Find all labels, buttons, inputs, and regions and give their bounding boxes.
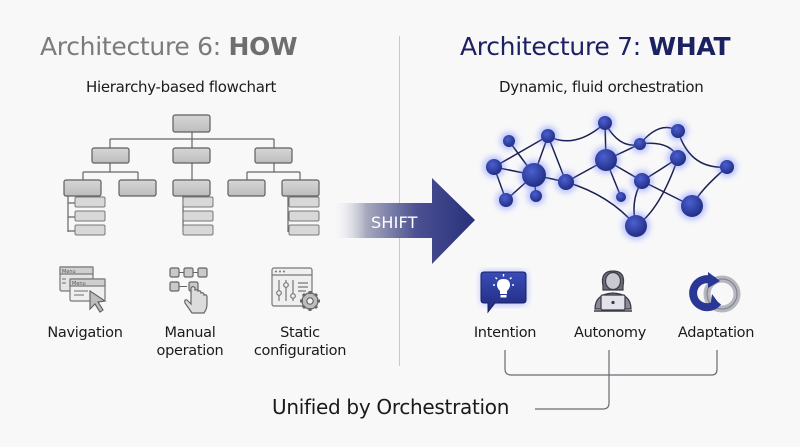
flow-box-l2a <box>172 179 211 197</box>
network-node <box>522 163 546 187</box>
manual-operation-icon <box>169 267 208 314</box>
network-nodes <box>486 116 734 237</box>
network-node <box>541 129 555 143</box>
flowchart-boxes <box>63 114 320 197</box>
network-node <box>634 138 646 150</box>
network-node <box>670 150 686 166</box>
shift-arrow-shape <box>330 178 475 264</box>
network-node <box>720 160 734 174</box>
svg-text:Menu: Menu <box>72 281 86 287</box>
left-title: Architecture 6: HOW <box>40 32 298 61</box>
network-node <box>671 124 685 138</box>
network-node <box>486 159 502 175</box>
network-node <box>681 195 703 217</box>
flow-box-l2 <box>172 147 211 164</box>
network-node <box>634 173 650 189</box>
feature-label-static-configuration: Static configuration <box>253 325 347 359</box>
feature-label-manual-operation: Manual operation <box>156 325 224 359</box>
static-configuration-icon <box>271 267 320 311</box>
flow-box-l1 <box>91 147 130 164</box>
network-node <box>558 174 574 190</box>
network-node <box>616 192 626 202</box>
shift-arrow <box>330 178 475 264</box>
svg-text:Menu: Menu <box>62 269 76 275</box>
network-node <box>530 190 542 202</box>
person-laptop-icon <box>594 270 632 312</box>
flow-box-l3b <box>281 179 320 197</box>
flow-box-root <box>172 114 211 133</box>
menu-navigation-icon: Menu Menu <box>59 266 107 313</box>
flowchart-leaves <box>74 196 320 236</box>
right-title-prefix: Architecture 7: <box>460 32 649 61</box>
shift-label: SHIFT <box>371 213 418 232</box>
left-title-prefix: Architecture 6: <box>40 32 229 61</box>
network-node <box>499 193 513 207</box>
lightbulb-chat-icon <box>480 271 527 314</box>
feature-label-adaptation: Adaptation <box>677 325 755 341</box>
right-title-keyword: WHAT <box>648 32 731 61</box>
right-title: Architecture 7: WHAT <box>460 32 731 61</box>
network-node <box>503 135 515 147</box>
flow-box-l1b <box>118 179 157 197</box>
flow-box-l3a <box>227 179 266 197</box>
flow-box-l1a <box>63 179 102 197</box>
network-node <box>625 215 647 237</box>
feature-label-navigation: Navigation <box>47 325 123 341</box>
feature-label-autonomy: Autonomy <box>573 325 647 341</box>
left-title-keyword: HOW <box>228 32 298 61</box>
left-subtitle: Hierarchy-based flowchart <box>86 78 277 96</box>
right-subtitle: Dynamic, fluid orchestration <box>499 78 704 96</box>
cycle-arrows-icon <box>689 272 741 313</box>
unified-by-orchestration-label: Unified by Orchestration <box>272 395 510 419</box>
network-node <box>598 116 612 130</box>
feature-label-intention: Intention <box>473 325 537 341</box>
center-divider <box>399 36 400 366</box>
flow-box-l3 <box>254 147 293 164</box>
network-node <box>595 149 617 171</box>
